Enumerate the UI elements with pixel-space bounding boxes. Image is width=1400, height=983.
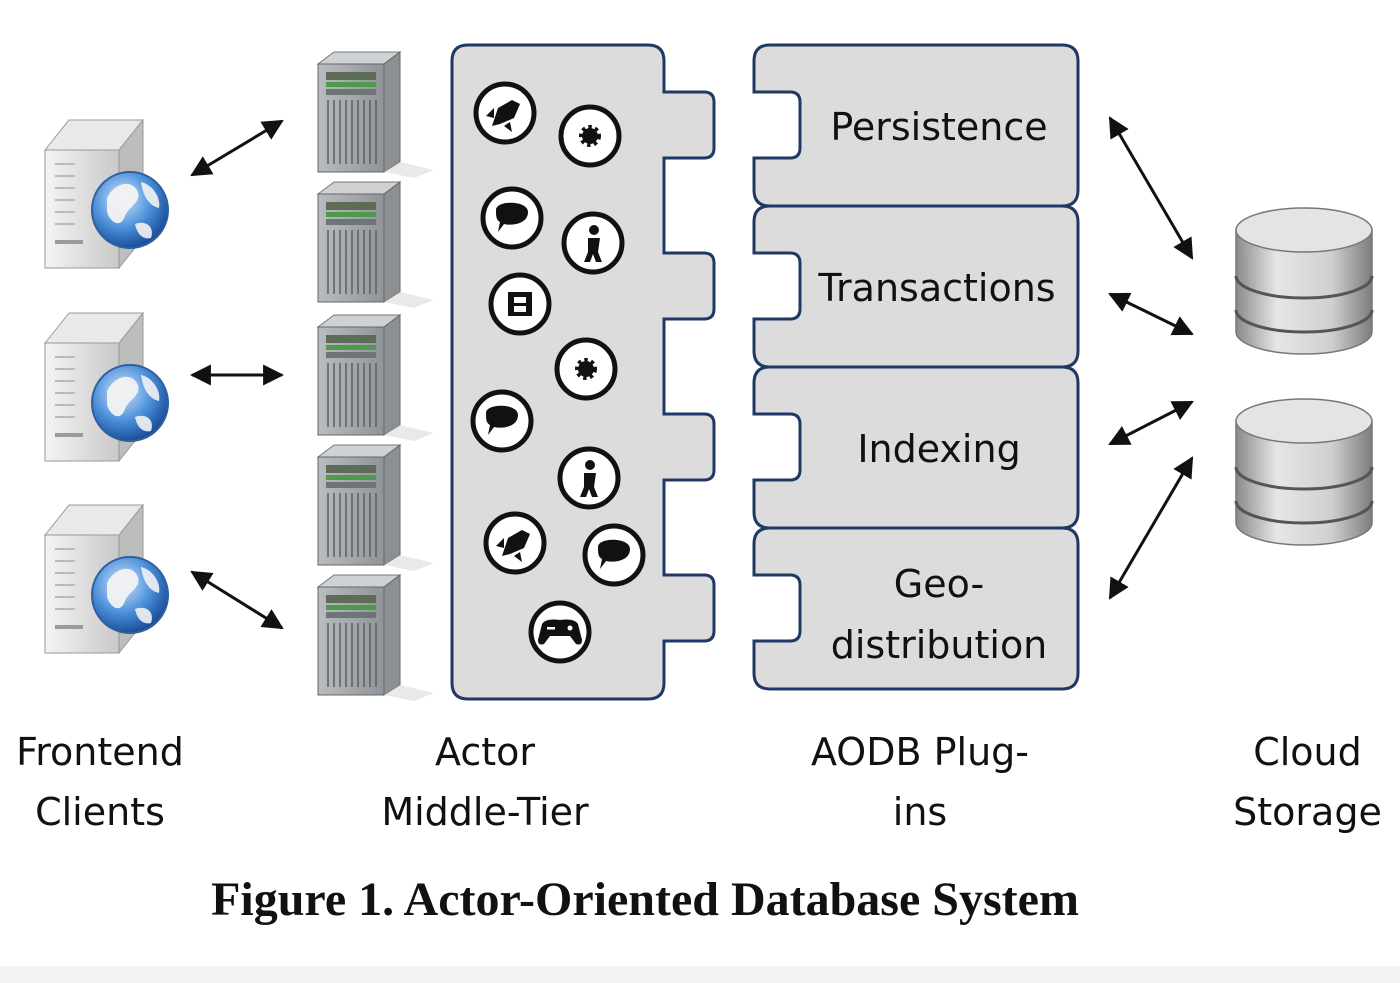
plugin-label-persistence: Persistence [830,105,1047,149]
rocket-icon [473,81,537,145]
plugin-label-distribution: distribution [831,623,1048,667]
gear-icon [558,104,622,168]
cloud-storage [1234,206,1374,547]
actor-icons [470,81,646,664]
figure-caption: Figure 1. Actor-Oriented Database System [211,873,1079,926]
rocket-icon [483,511,547,575]
plugin-box-persistence [752,43,1080,208]
bidirectional-arrow [1108,456,1194,600]
bidirectional-arrow [1108,292,1194,336]
plugin-box-transactions [752,204,1080,369]
bidirectional-arrow [1108,116,1194,260]
column-label-plugins: AODB Plug- ins [810,730,1030,834]
film-icon [488,272,552,336]
database-icon [1234,397,1374,547]
client-icon [44,312,169,462]
page-edge [0,966,1400,983]
server-icon [317,51,435,179]
bidirectional-arrow [1108,400,1194,446]
column-label-middle-tier: Actor Middle-Tier [381,730,589,834]
plugin-box-geo-distribution [752,526,1080,691]
speech-bubble-icon [480,186,544,250]
plugin-label-geo: Geo- [894,562,985,606]
plugin-label-indexing: Indexing [857,427,1020,471]
gamepad-icon [528,600,592,664]
server-icon [317,181,435,309]
server-icon [317,574,435,702]
gear-icon [554,337,618,401]
client-icon [44,119,169,269]
client-arrows [189,119,285,630]
plugin-label-transactions: Transactions [817,266,1055,310]
frontend-clients [44,119,169,654]
speech-bubble-icon [582,523,646,587]
storage-arrows [1108,116,1194,600]
server-icon [317,444,435,572]
plugin-boxes: Persistence Transactions Indexing Geo- d… [752,43,1080,691]
bidirectional-arrow [190,570,284,630]
bidirectional-arrow [190,119,284,177]
plugin-box-indexing [752,365,1080,530]
person-icon [557,446,621,510]
server-icon [317,314,435,442]
middle-tier-servers [317,51,435,702]
database-icon [1234,206,1374,356]
column-label-frontend: Frontend Clients [16,730,184,834]
column-label-storage: Cloud Storage [1233,730,1382,834]
speech-bubble-icon [470,389,534,453]
person-icon [561,211,625,275]
client-icon [44,504,169,654]
